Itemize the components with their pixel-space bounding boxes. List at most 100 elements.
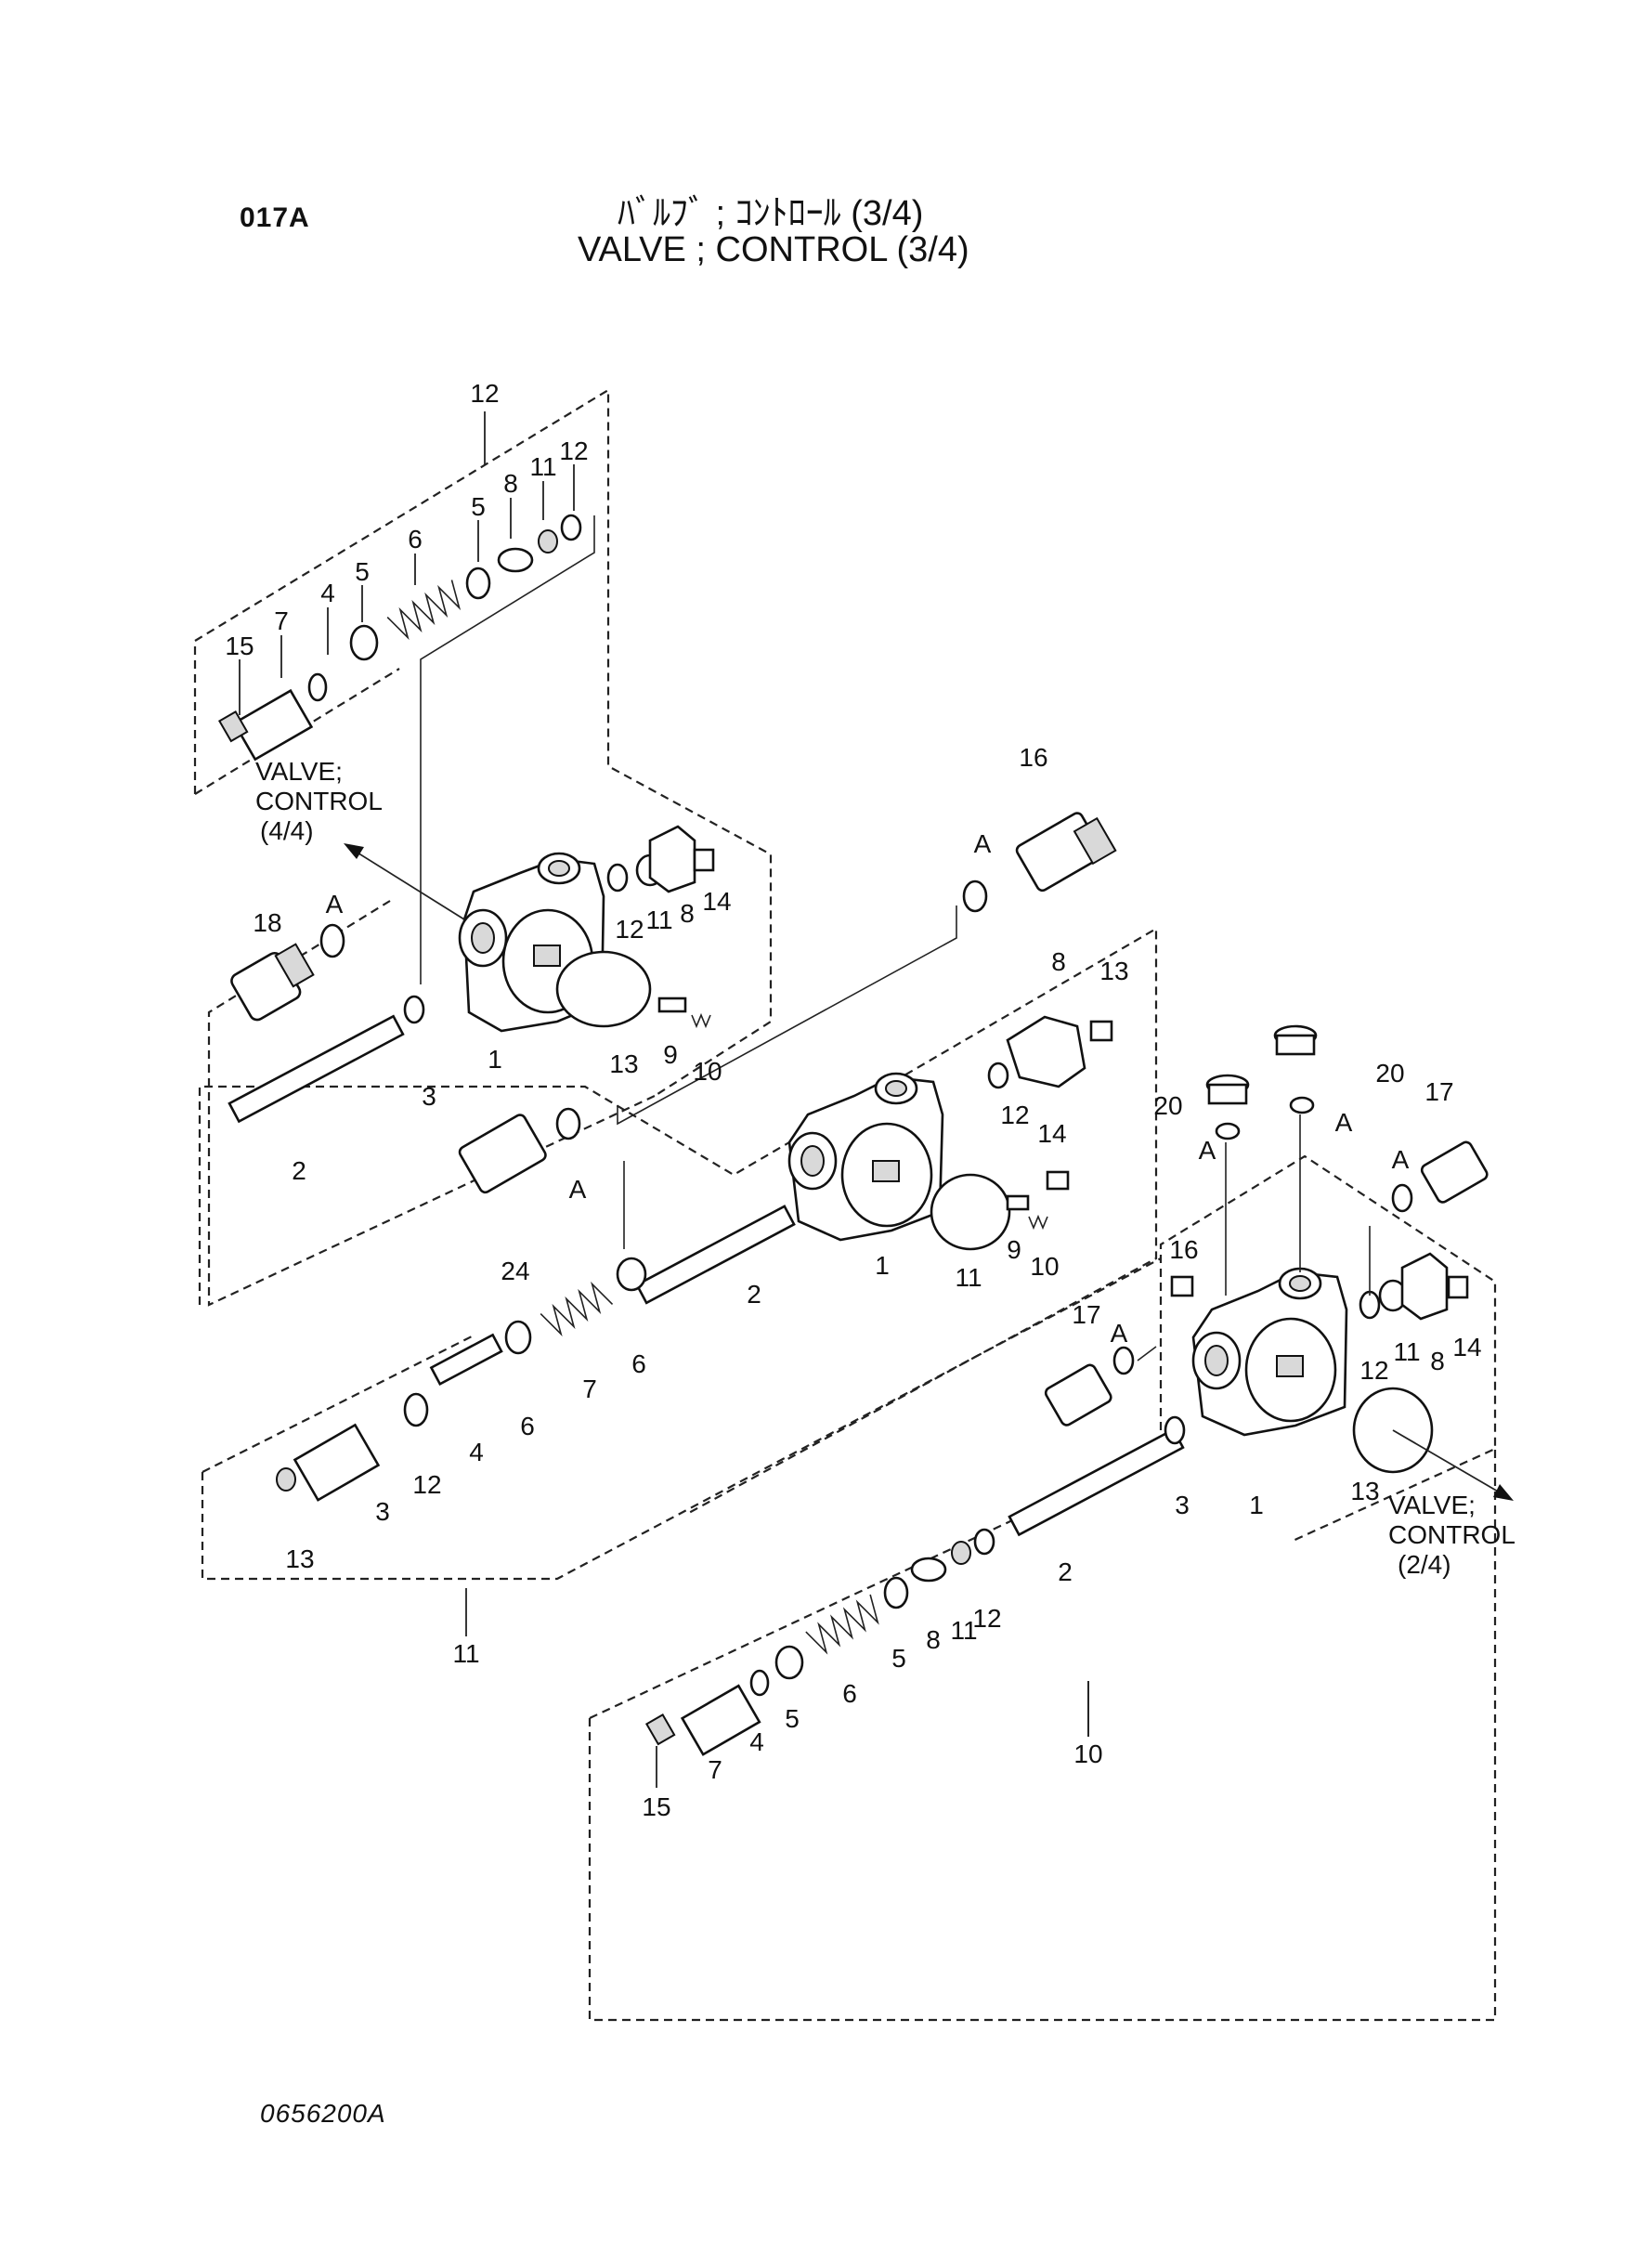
label-20: 20 <box>1153 1091 1182 1120</box>
svg-text:CONTROL: CONTROL <box>255 787 383 815</box>
lower-side-parts <box>1359 1252 1469 1321</box>
group-outline-10 <box>588 1154 1497 2022</box>
label-10: 10 <box>1030 1252 1059 1281</box>
label-17: 17 <box>1424 1077 1453 1106</box>
label-24: 24 <box>501 1257 529 1285</box>
label-14: 14 <box>1452 1333 1481 1362</box>
label-9: 9 <box>663 1040 678 1069</box>
label-11: 11 <box>645 905 672 934</box>
middle-plug-24 <box>458 1107 581 1194</box>
reference-note-4-4: VALVE; CONTROL (4/4) <box>255 757 383 845</box>
label-a: A <box>569 1175 587 1204</box>
label-12: 12 <box>1359 1356 1388 1385</box>
label-a: A <box>1111 1319 1128 1348</box>
label-3: 3 <box>422 1082 436 1111</box>
item-leaders <box>239 464 1089 1788</box>
label-5: 5 <box>471 492 486 521</box>
reference-note-2-4: VALVE; CONTROL (2/4) <box>1388 1491 1515 1579</box>
label-2: 2 <box>747 1280 761 1309</box>
title-english: VALVE ; CONTROL (3/4) <box>578 230 969 269</box>
label-12: 12 <box>559 436 588 465</box>
label-12: 12 <box>972 1604 1001 1633</box>
label-5: 5 <box>785 1704 800 1733</box>
reference-arrow-4-4 <box>344 843 465 920</box>
label-6: 6 <box>631 1349 646 1378</box>
label-6: 6 <box>408 525 423 554</box>
svg-text:CONTROL: CONTROL <box>1388 1520 1515 1549</box>
label-8: 8 <box>926 1625 941 1654</box>
upper-plug-18 <box>230 923 345 1022</box>
label-13: 13 <box>285 1544 314 1573</box>
lower-spool <box>1008 1415 1186 1537</box>
svg-text:VALVE;: VALVE; <box>1388 1491 1476 1519</box>
label-17: 17 <box>1072 1300 1100 1329</box>
label-12: 12 <box>1000 1101 1029 1129</box>
label-8: 8 <box>1051 947 1066 976</box>
label-12: 12 <box>615 915 644 944</box>
label-10: 10 <box>693 1057 722 1086</box>
drawing-number: 0656200A <box>260 2099 386 2128</box>
upper-spool <box>228 995 425 1124</box>
label-a: A <box>1392 1145 1410 1174</box>
label-a: A <box>974 829 992 858</box>
valve-body-lower <box>1191 1267 1434 1474</box>
label-7: 7 <box>582 1375 597 1403</box>
group-outline-12 <box>193 388 773 1307</box>
label-11: 11 <box>950 1616 977 1645</box>
label-11: 11 <box>529 452 556 481</box>
label-a: A <box>326 890 344 919</box>
label-8: 8 <box>680 899 695 928</box>
reference-arrow-2-4 <box>1392 1429 1514 1501</box>
label-8: 8 <box>1430 1347 1445 1375</box>
svg-text:VALVE;: VALVE; <box>255 757 343 786</box>
label-3: 3 <box>1175 1491 1190 1519</box>
label-11: 11 <box>955 1263 982 1292</box>
label-1: 1 <box>1249 1491 1264 1519</box>
label-15: 15 <box>225 632 254 660</box>
label-16: 16 <box>1019 743 1047 772</box>
svg-text:(4/4): (4/4) <box>260 816 314 845</box>
lead-line-7 <box>1137 1346 1157 1362</box>
label-1: 1 <box>875 1251 890 1280</box>
label-5: 5 <box>891 1644 906 1673</box>
label-14: 14 <box>1037 1119 1066 1148</box>
label-2: 2 <box>292 1156 306 1185</box>
label-11: 11 <box>452 1639 479 1668</box>
valve-body-middle <box>787 1072 1011 1251</box>
upper-side-parts <box>555 825 715 1029</box>
label-6: 6 <box>520 1412 535 1440</box>
label-14: 14 <box>702 887 731 916</box>
label-20: 20 <box>1375 1059 1404 1088</box>
label-8: 8 <box>503 469 518 498</box>
part-number-labels: 12 15 7 4 5 6 5 8 11 12 18 A 12 11 8 14 … <box>225 379 1481 1821</box>
label-11: 11 <box>1393 1337 1420 1366</box>
label-16: 16 <box>1169 1235 1198 1264</box>
lower-plug-17-right <box>1391 1140 1489 1213</box>
label-13: 13 <box>609 1049 638 1078</box>
upper-relief-cartridge <box>217 514 582 762</box>
label-10: 10 <box>1073 1739 1102 1768</box>
label-7: 7 <box>274 606 289 635</box>
label-5: 5 <box>355 557 370 586</box>
label-4: 4 <box>469 1438 484 1466</box>
label-7: 7 <box>708 1755 722 1784</box>
lead-line-1 <box>420 515 595 984</box>
middle-cap-8 <box>987 1015 1113 1231</box>
label-4: 4 <box>749 1727 764 1756</box>
middle-relief-cartridge <box>276 1257 647 1502</box>
label-a: A <box>1335 1108 1353 1137</box>
lead-line-2 <box>617 905 957 1126</box>
middle-spool <box>635 1205 796 1305</box>
label-6: 6 <box>842 1679 857 1708</box>
label-4: 4 <box>320 579 335 607</box>
label-2: 2 <box>1058 1557 1073 1586</box>
label-12: 12 <box>412 1470 441 1499</box>
label-12: 12 <box>470 379 499 408</box>
lower-relief-cartridge <box>644 1528 995 1756</box>
lower-plug-17-left <box>1044 1346 1135 1427</box>
label-15: 15 <box>642 1792 670 1821</box>
label-3: 3 <box>375 1497 390 1526</box>
title-japanese: ﾊﾞﾙﾌﾞ ; ｺﾝﾄﾛｰﾙ (3/4) <box>618 194 924 233</box>
lower-plugs-20 <box>1170 1024 1318 1297</box>
